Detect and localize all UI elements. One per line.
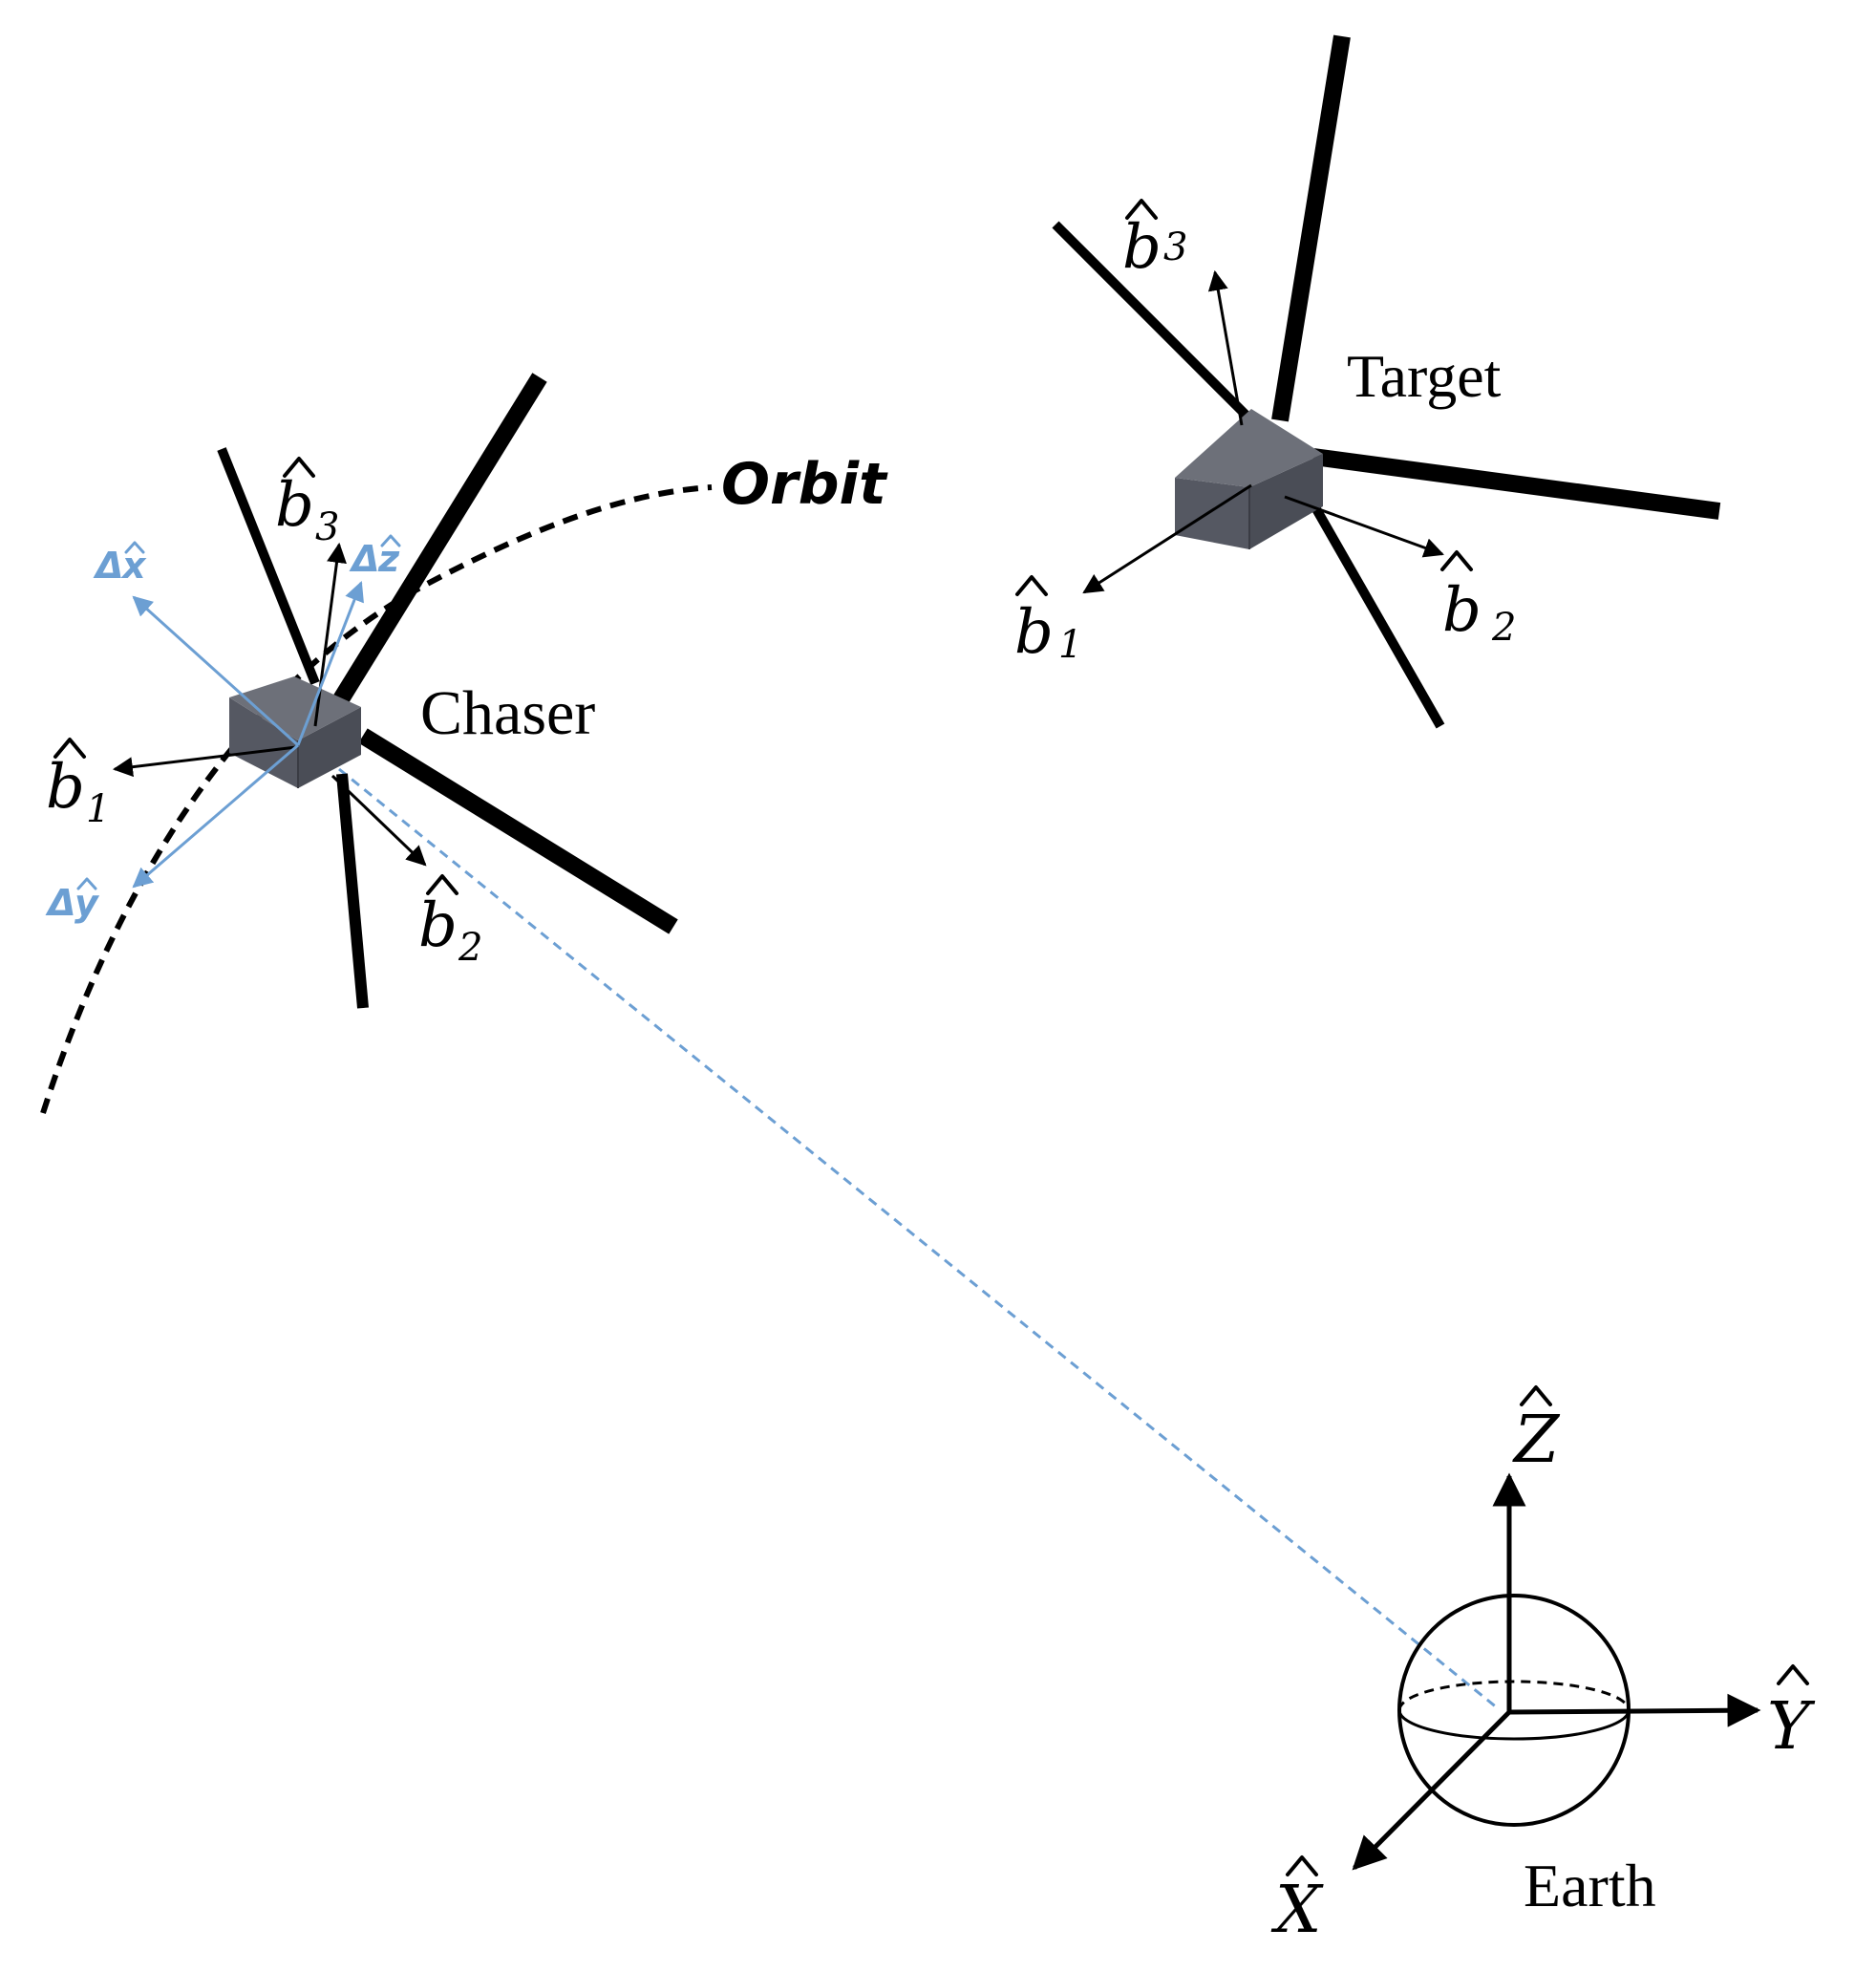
svg-text:Δ: Δ [45,882,75,924]
chaser-b2-label: b 2 [418,874,482,970]
chaser-cube-side [298,707,361,788]
svg-text:b: b [1122,212,1162,283]
chaser-panel-lower [336,773,369,1009]
target-spacecraft [1052,34,1721,729]
target-b2-axis [1284,495,1444,558]
chaser-label: Chaser [420,678,595,748]
chaser-cube-top [229,676,361,740]
svg-text:X: X [1270,1873,1324,1948]
target-panel-lower [1299,484,1445,729]
svg-text:Δ: Δ [349,538,379,580]
target-panel-right [1311,448,1721,520]
inertial-y-axis [1508,1693,1761,1727]
chaser-cube-front [229,697,298,788]
svg-text:1: 1 [1058,623,1082,667]
earth-equator-front [1397,1709,1631,1741]
svg-text:2: 2 [1491,606,1516,650]
svg-text:3: 3 [1163,225,1187,269]
svg-text:b: b [418,890,458,961]
target-panel-upper [1271,34,1351,422]
earth-label: Earth [1524,1852,1656,1919]
svg-text:Δ: Δ [93,545,123,587]
relative-dy-label: Δ y [45,877,100,924]
relative-dx-label: Δ x [93,541,147,587]
target-panel-upper-left [1052,221,1255,424]
chaser-b3-label: b 3 [275,457,339,549]
target-cube-front [1175,478,1249,549]
chaser-b1-axis [112,745,297,778]
target-b2-label: b 2 [1440,550,1516,650]
svg-text:b: b [1442,575,1482,646]
chaser-panel-upper-right [331,373,547,707]
chaser-b3-axis [313,542,347,727]
inertial-z-label: Z [1512,1385,1561,1478]
relative-dy-axis [132,743,299,889]
target-b3-axis [1207,269,1244,426]
chaser-panel-lower-right [358,728,678,934]
target-label: Target [1347,342,1502,410]
inertial-x-axis [1352,1710,1511,1871]
svg-text:Z: Z [1512,1403,1561,1478]
target-b1-axis [1082,483,1252,594]
svg-text:b: b [275,470,314,541]
target-b3-label: b 3 [1122,199,1187,283]
earth-equator-back [1397,1680,1631,1711]
svg-text:b: b [46,752,85,823]
target-b1-label: b 1 [1014,575,1082,668]
svg-text:b: b [1014,597,1054,668]
svg-text:1: 1 [86,787,110,831]
orbit-label: Orbit [721,451,888,518]
chaser-b2-axis [330,774,427,867]
chaser-panel-upper-left [217,447,320,685]
target-cube-top [1175,409,1323,487]
inertial-x-label: X [1270,1855,1324,1948]
svg-text:3: 3 [315,505,339,549]
svg-text:Y: Y [1767,1689,1816,1765]
inertial-y-label: Y [1767,1664,1816,1765]
target-cube-side [1249,454,1323,549]
position-vector-line [338,767,1499,1710]
chaser-spacecraft [217,373,678,1009]
relative-dz-axis [296,581,364,746]
relative-dx-axis [132,595,300,747]
relative-dz-label: Δ z [349,534,401,580]
svg-text:2: 2 [458,926,482,970]
chaser-b1-label: b 1 [46,738,110,831]
orbit-path [40,484,713,1114]
